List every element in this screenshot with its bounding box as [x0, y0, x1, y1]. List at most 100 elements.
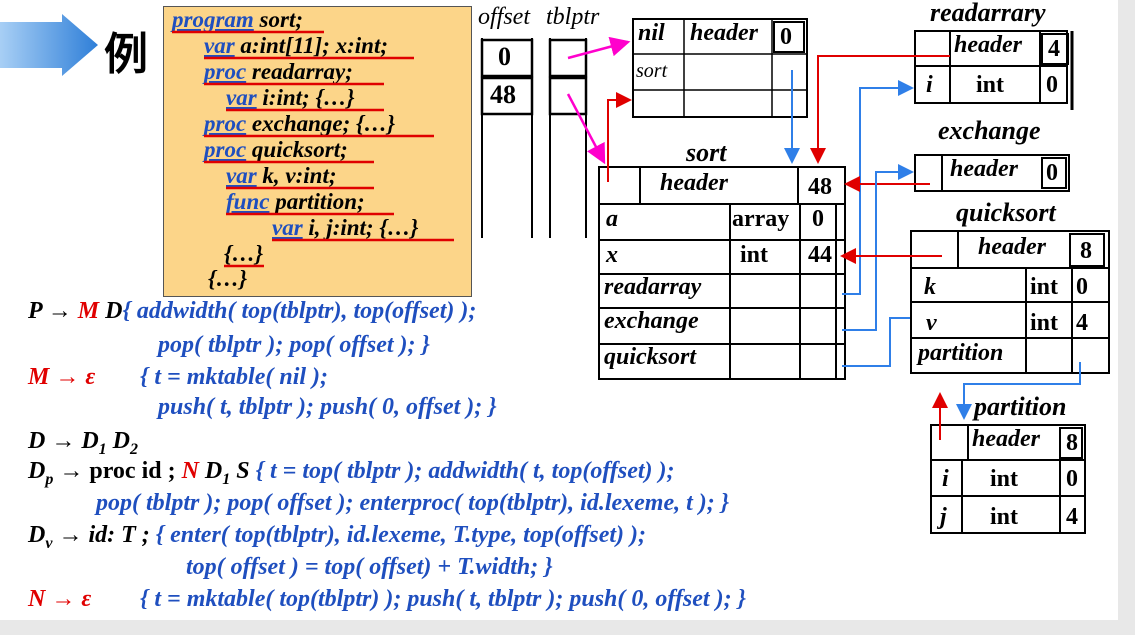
rule-4-d1: D [198, 458, 223, 484]
offset-value: 48 [490, 80, 516, 109]
rule-2b: push( t, tblptr ); push( 0, offset ); } [158, 394, 497, 420]
quicksort-header-cell: header [978, 234, 1046, 260]
rule-6-lhs: N → ε [28, 586, 92, 612]
code-box: program sort; var a:int[11]; x:int; proc… [163, 6, 472, 297]
nil-table [632, 18, 808, 118]
quicksort-table-label: quicksort [956, 198, 1056, 227]
readarray-header-cell: header [954, 32, 1022, 58]
code-kw-var: var [272, 215, 303, 240]
rule-4b: pop( tblptr ); pop( offset ); enterproc(… [96, 490, 730, 516]
rule-1-d: D [99, 298, 123, 324]
sort-table-label: sort [686, 138, 727, 167]
quicksort-width-cell: 8 [1080, 238, 1092, 264]
partition-row-name: i [942, 466, 949, 492]
code-kw-var: var [226, 85, 257, 110]
readarray-width-cell: 4 [1048, 36, 1060, 62]
rule-6: N → ε [28, 584, 91, 614]
quicksort-row-type: int [1030, 310, 1059, 336]
sort-row-name: readarray [604, 274, 702, 300]
partition-row-type: int [990, 466, 1019, 492]
nil-header-cell: header [690, 20, 758, 46]
readarray-table [914, 30, 1074, 110]
code-kw-proc: proc [204, 137, 247, 162]
sort-row-type: int [740, 242, 769, 268]
rule-4-action: { t = top( tblptr ); addwidth( t, top(of… [255, 458, 675, 484]
sort-row-name: quicksort [604, 344, 697, 370]
rule-5: Dv → id: T ; { enter( top(tblptr), id.le… [28, 520, 646, 559]
pointer-arrows [566, 36, 1081, 440]
nil-width-cell: 0 [780, 24, 792, 50]
code-kw-func: func [226, 189, 270, 214]
partition-row-val: 4 [1066, 504, 1078, 530]
rule-1b: pop( tblptr ); pop( offset ); } [158, 332, 430, 358]
code-line-10: {…} [224, 241, 264, 266]
sort-row-val: 44 [808, 242, 832, 268]
sort-row-name: exchange [604, 308, 699, 334]
exchange-width-cell: 0 [1046, 160, 1058, 186]
quicksort-row-val: 4 [1076, 310, 1088, 336]
offset-value: 0 [498, 42, 511, 71]
rule-5-arrow: → [52, 522, 89, 548]
rule-4: Dp → proc id ; N D1 S { t = top( tblptr … [28, 456, 675, 495]
rule-2-lhs: M → ε [28, 364, 96, 390]
partition-table-label: partition [974, 392, 1067, 421]
rule-5b: top( offset ) = top( offset) + T.width; … [186, 554, 553, 580]
partition-width-cell: 8 [1066, 430, 1078, 456]
code-kw-proc: proc [204, 59, 247, 84]
rule-1-lhs: P [28, 298, 42, 324]
rule-5-action: { enter( top(tblptr), id.lexeme, T.type,… [155, 522, 647, 548]
rule-4-n: N [181, 458, 199, 484]
sort-header-cell: header [660, 170, 728, 196]
sort-row-name: x [606, 242, 618, 268]
rule-3-sub2: 2 [130, 440, 139, 458]
offset-label: offset [478, 4, 530, 30]
code-kw-proc: proc [204, 111, 247, 136]
quicksort-row-name: v [926, 310, 937, 336]
rule-3-sub1: 1 [98, 440, 107, 458]
partition-table [930, 424, 1086, 534]
title-char: 例 [104, 29, 148, 80]
quicksort-row-type: int [1030, 274, 1059, 300]
tblptr-label: tblptr [546, 4, 600, 30]
sort-row-name: a [606, 206, 618, 232]
sort-width-cell: 48 [808, 174, 832, 200]
rule-3-d2: D [106, 428, 131, 454]
sort-row-type: array [732, 206, 790, 232]
code-line-9: i, j:int; {…} [302, 215, 419, 240]
code-kw-var: var [226, 163, 257, 188]
rule-3: D → D1 D2 [28, 426, 138, 465]
slide: 例 program sort; var a:int[11]; x:int; pr… [0, 0, 1118, 620]
rule-3-text: D → D [28, 428, 99, 454]
code-line-7: k, v:int; [256, 163, 337, 188]
partition-row-name: j [940, 504, 947, 530]
readarray-row-val: 0 [1046, 72, 1058, 98]
rule-5-sub: v [45, 534, 53, 552]
code-line-1: sort; [253, 7, 303, 32]
code-line-8: partition; [269, 189, 365, 214]
readarray-row-type: int [976, 72, 1005, 98]
nil-table-grid [632, 18, 808, 118]
rule-4-s: S [230, 458, 256, 484]
tblptr-stack [548, 38, 588, 238]
quicksort-row-name: partition [918, 340, 1004, 366]
exchange-header-cell: header [950, 156, 1018, 182]
exchange-table-label: exchange [938, 116, 1041, 145]
code-kw-program: program [172, 7, 254, 32]
sort-table [598, 166, 846, 380]
rule-4-proc: proc id ; [89, 458, 182, 484]
quicksort-row-val: 0 [1076, 274, 1088, 300]
nil-sort-cell: sort [636, 60, 668, 82]
code-line-2: a:int[11]; x:int; [234, 33, 389, 58]
readarray-row-name: i [926, 72, 933, 98]
rule-2-action: { t = mktable( nil ); [140, 364, 329, 390]
rule-5-id: id: T ; [88, 522, 156, 548]
rule-1-arrow: → [41, 298, 78, 324]
rule-1: P → M D{ addwidth( top(tblptr), top(offs… [28, 296, 476, 326]
rule-4-d1-sub: 1 [222, 470, 231, 488]
code-line-3: readarray; [246, 59, 353, 84]
sort-row-val: 0 [812, 206, 824, 232]
quicksort-table [910, 230, 1110, 374]
code-line-5: exchange; {…} [246, 111, 396, 136]
code-line-4: i:int; {…} [256, 85, 355, 110]
arrow-banner-icon [0, 14, 98, 76]
